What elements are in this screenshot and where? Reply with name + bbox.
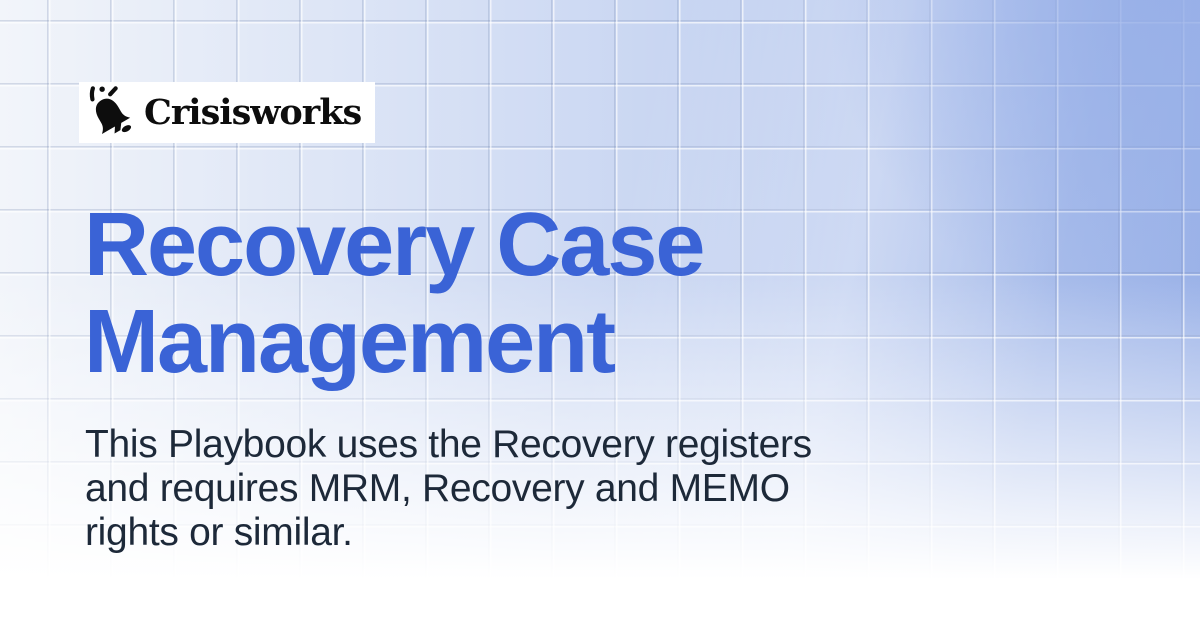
page-subtitle: This Playbook uses the Recovery register… (85, 423, 812, 555)
bell-icon (83, 82, 139, 143)
page-title: Recovery Case Management (84, 195, 705, 393)
brand-name: Crisisworks (144, 92, 362, 133)
brand-logo: Crisisworks (79, 82, 376, 143)
